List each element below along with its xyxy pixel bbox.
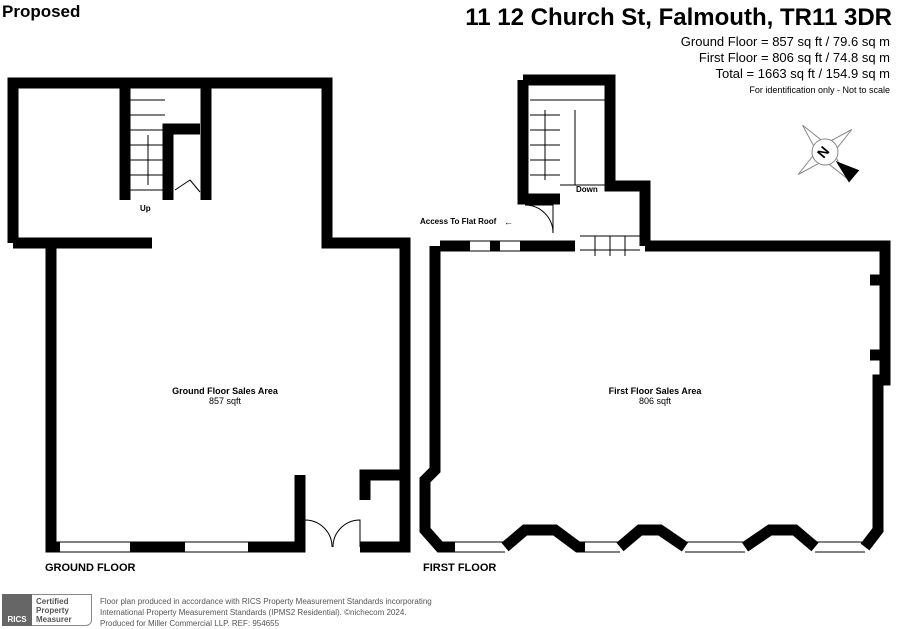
roof-door	[524, 204, 554, 234]
cupboard-wall	[162, 123, 200, 200]
ground-wall	[359, 469, 411, 553]
first-wall-bays	[501, 524, 819, 553]
windows	[470, 240, 520, 252]
ground-wall-outer	[7, 77, 411, 480]
first-wall	[645, 240, 891, 551]
first-wall-stair	[523, 74, 651, 246]
first-floor-label: FIRST FLOOR	[423, 562, 497, 574]
footer-line: International Property Measurement Stand…	[100, 608, 407, 617]
footer-line: Produced for Miller Commercial LLP. REF:…	[100, 619, 280, 628]
windows	[60, 541, 865, 553]
rics-cert-line: Property	[36, 606, 69, 615]
area-total: Total = 1663 sq ft / 154.9 sq m	[715, 66, 890, 81]
flat-roof-steps	[580, 235, 640, 256]
ground-wall	[45, 243, 60, 553]
entrance-doors	[304, 519, 361, 548]
rics-badge: RICS Certified Property Measurer	[2, 594, 92, 626]
rics-logo: RICS	[2, 594, 32, 626]
area-ground: Ground Floor = 857 sq ft / 79.6 sq m	[680, 34, 890, 49]
page-title: 11 12 Church St, Falmouth, TR11 3DR	[465, 4, 892, 31]
area-first: First Floor = 806 sq ft / 74.8 sq m	[698, 50, 890, 65]
stairs-up-label: Up	[140, 204, 151, 213]
flat-roof-label: Access To Flat Roof	[420, 217, 497, 226]
first-room-label: First Floor Sales Area 806 sqft	[555, 386, 755, 406]
footer-notes: Floor plan produced in accordance with R…	[100, 596, 432, 629]
first-room-size: 806 sqft	[638, 396, 672, 406]
rics-cert-line: Certified	[36, 597, 69, 606]
window	[639, 195, 651, 236]
ground-floor-label: GROUND FLOOR	[45, 562, 136, 574]
stairs-first	[530, 99, 610, 186]
rics-cert-line: Measurer	[36, 615, 72, 624]
arrow-icon: ←	[504, 217, 513, 227]
compass	[797, 124, 860, 183]
disclaimer: For identification only - Not to scale	[749, 85, 890, 95]
footer-line: Floor plan produced in accordance with R…	[100, 597, 432, 606]
first-room-name: First Floor Sales Area	[608, 386, 702, 396]
first-wall	[419, 246, 455, 553]
first-wall-stair	[517, 80, 560, 205]
ground-room-name: Ground Floor Sales Area	[172, 386, 278, 396]
status-label: Proposed	[2, 2, 81, 21]
ground-room-size: 857 sqft	[208, 396, 242, 406]
ground-room-label: Ground Floor Sales Area 857 sqft	[125, 386, 325, 406]
ground-wall	[130, 475, 306, 553]
stairs-down-label: Down	[576, 185, 598, 194]
door-swing	[174, 179, 201, 193]
